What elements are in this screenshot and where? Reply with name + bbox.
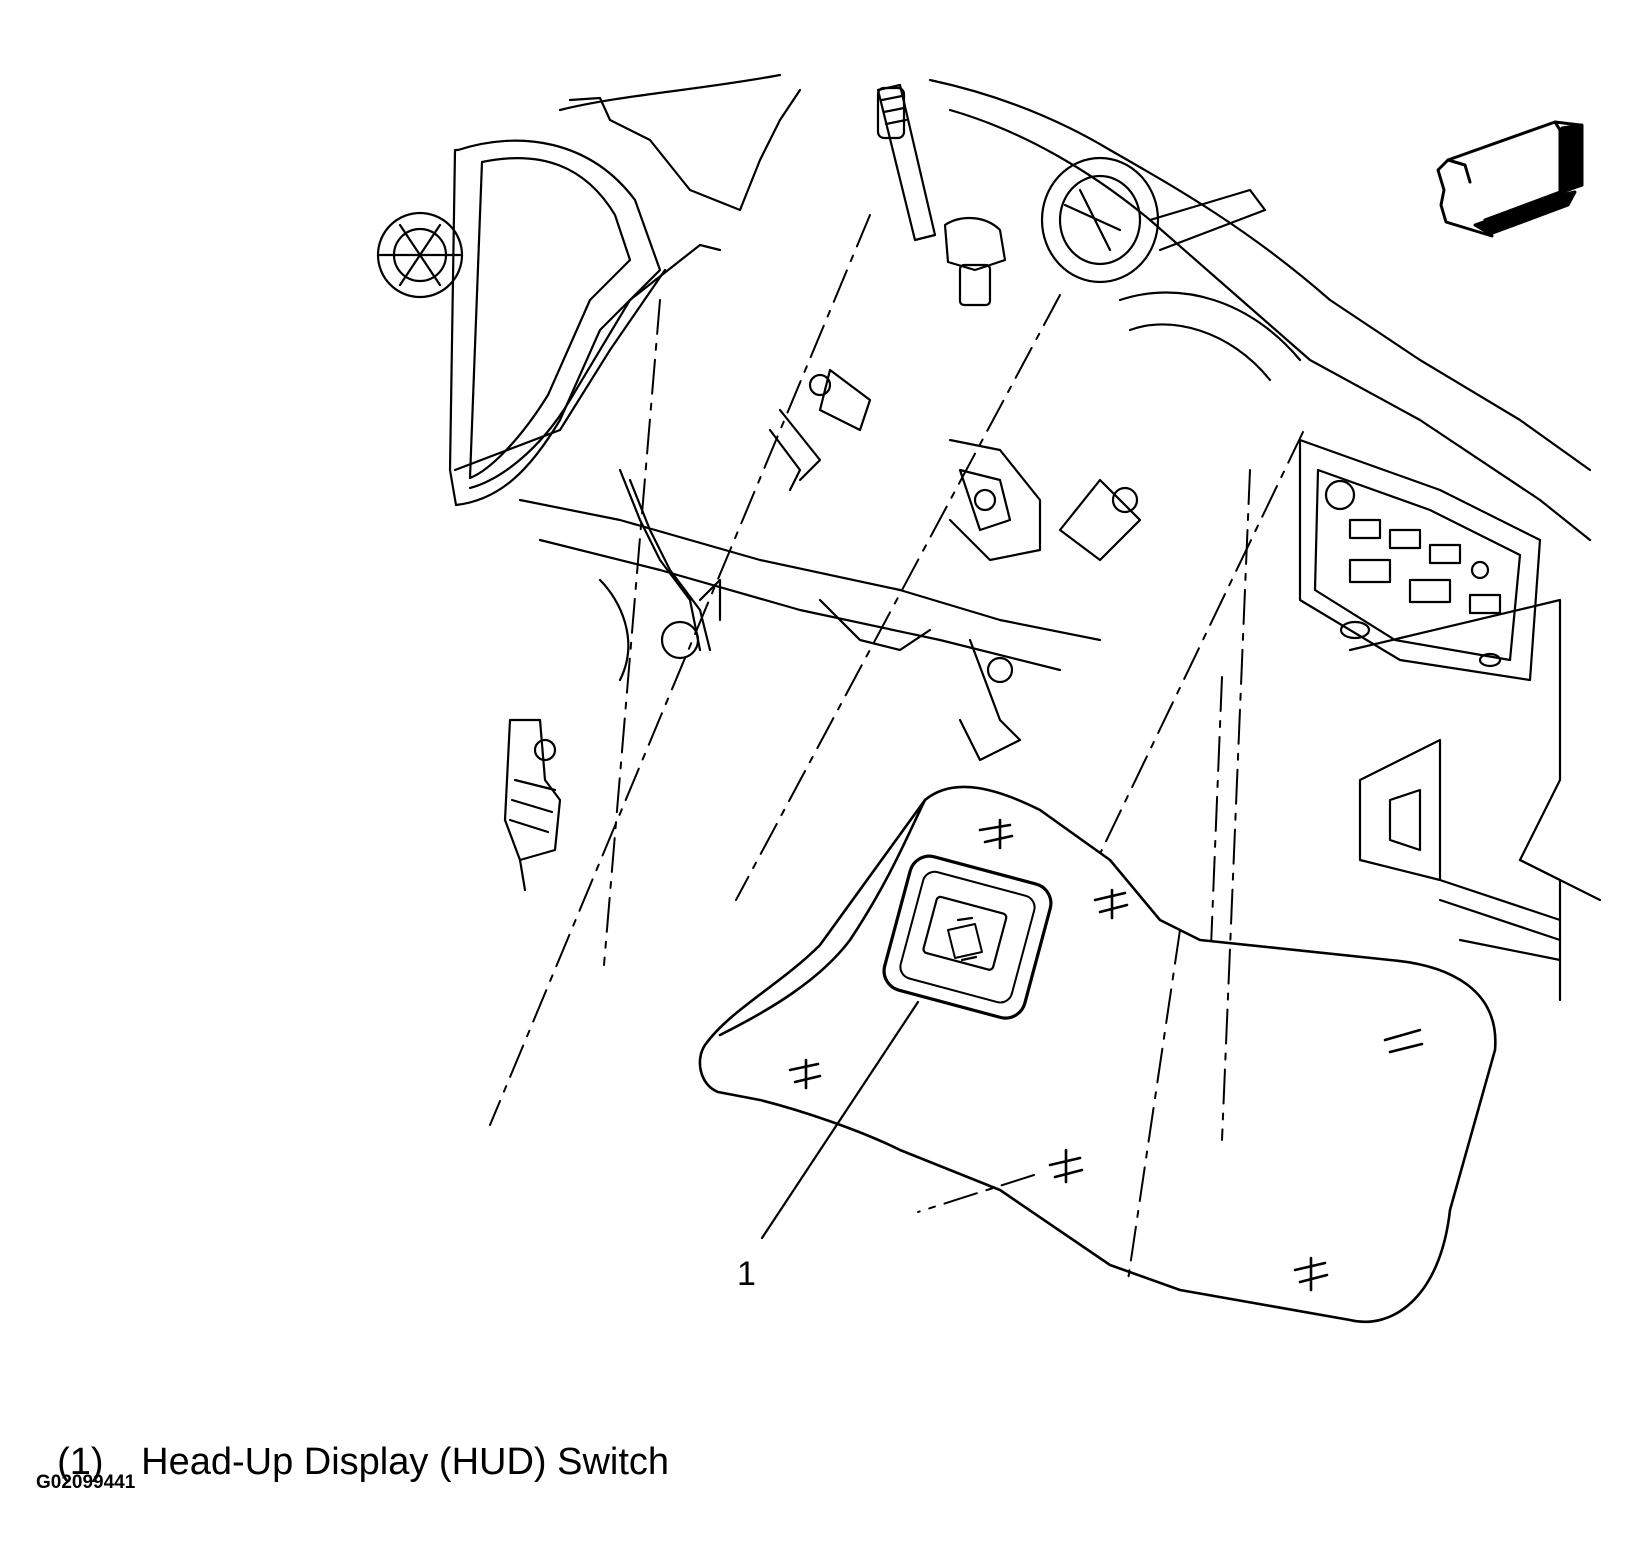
- forward-arrow-icon: [1438, 122, 1582, 236]
- figure-id: G02099441: [36, 1472, 136, 1493]
- legend-item-number: (1): [57, 1441, 104, 1483]
- callout-1: 1: [737, 1002, 918, 1293]
- callout-1-leader: [762, 1002, 918, 1238]
- legend: (1) Head-Up Display (HUD) Switch: [36, 1398, 669, 1484]
- legend-item-label: Head-Up Display (HUD) Switch: [141, 1441, 670, 1483]
- knee-bolster-panel: [700, 787, 1495, 1322]
- hud-switch: [880, 852, 1056, 1023]
- instrument-panel-structure: [378, 75, 1600, 1000]
- panel-guide-lines: [918, 470, 1250, 1280]
- callout-1-number: 1: [737, 1255, 756, 1293]
